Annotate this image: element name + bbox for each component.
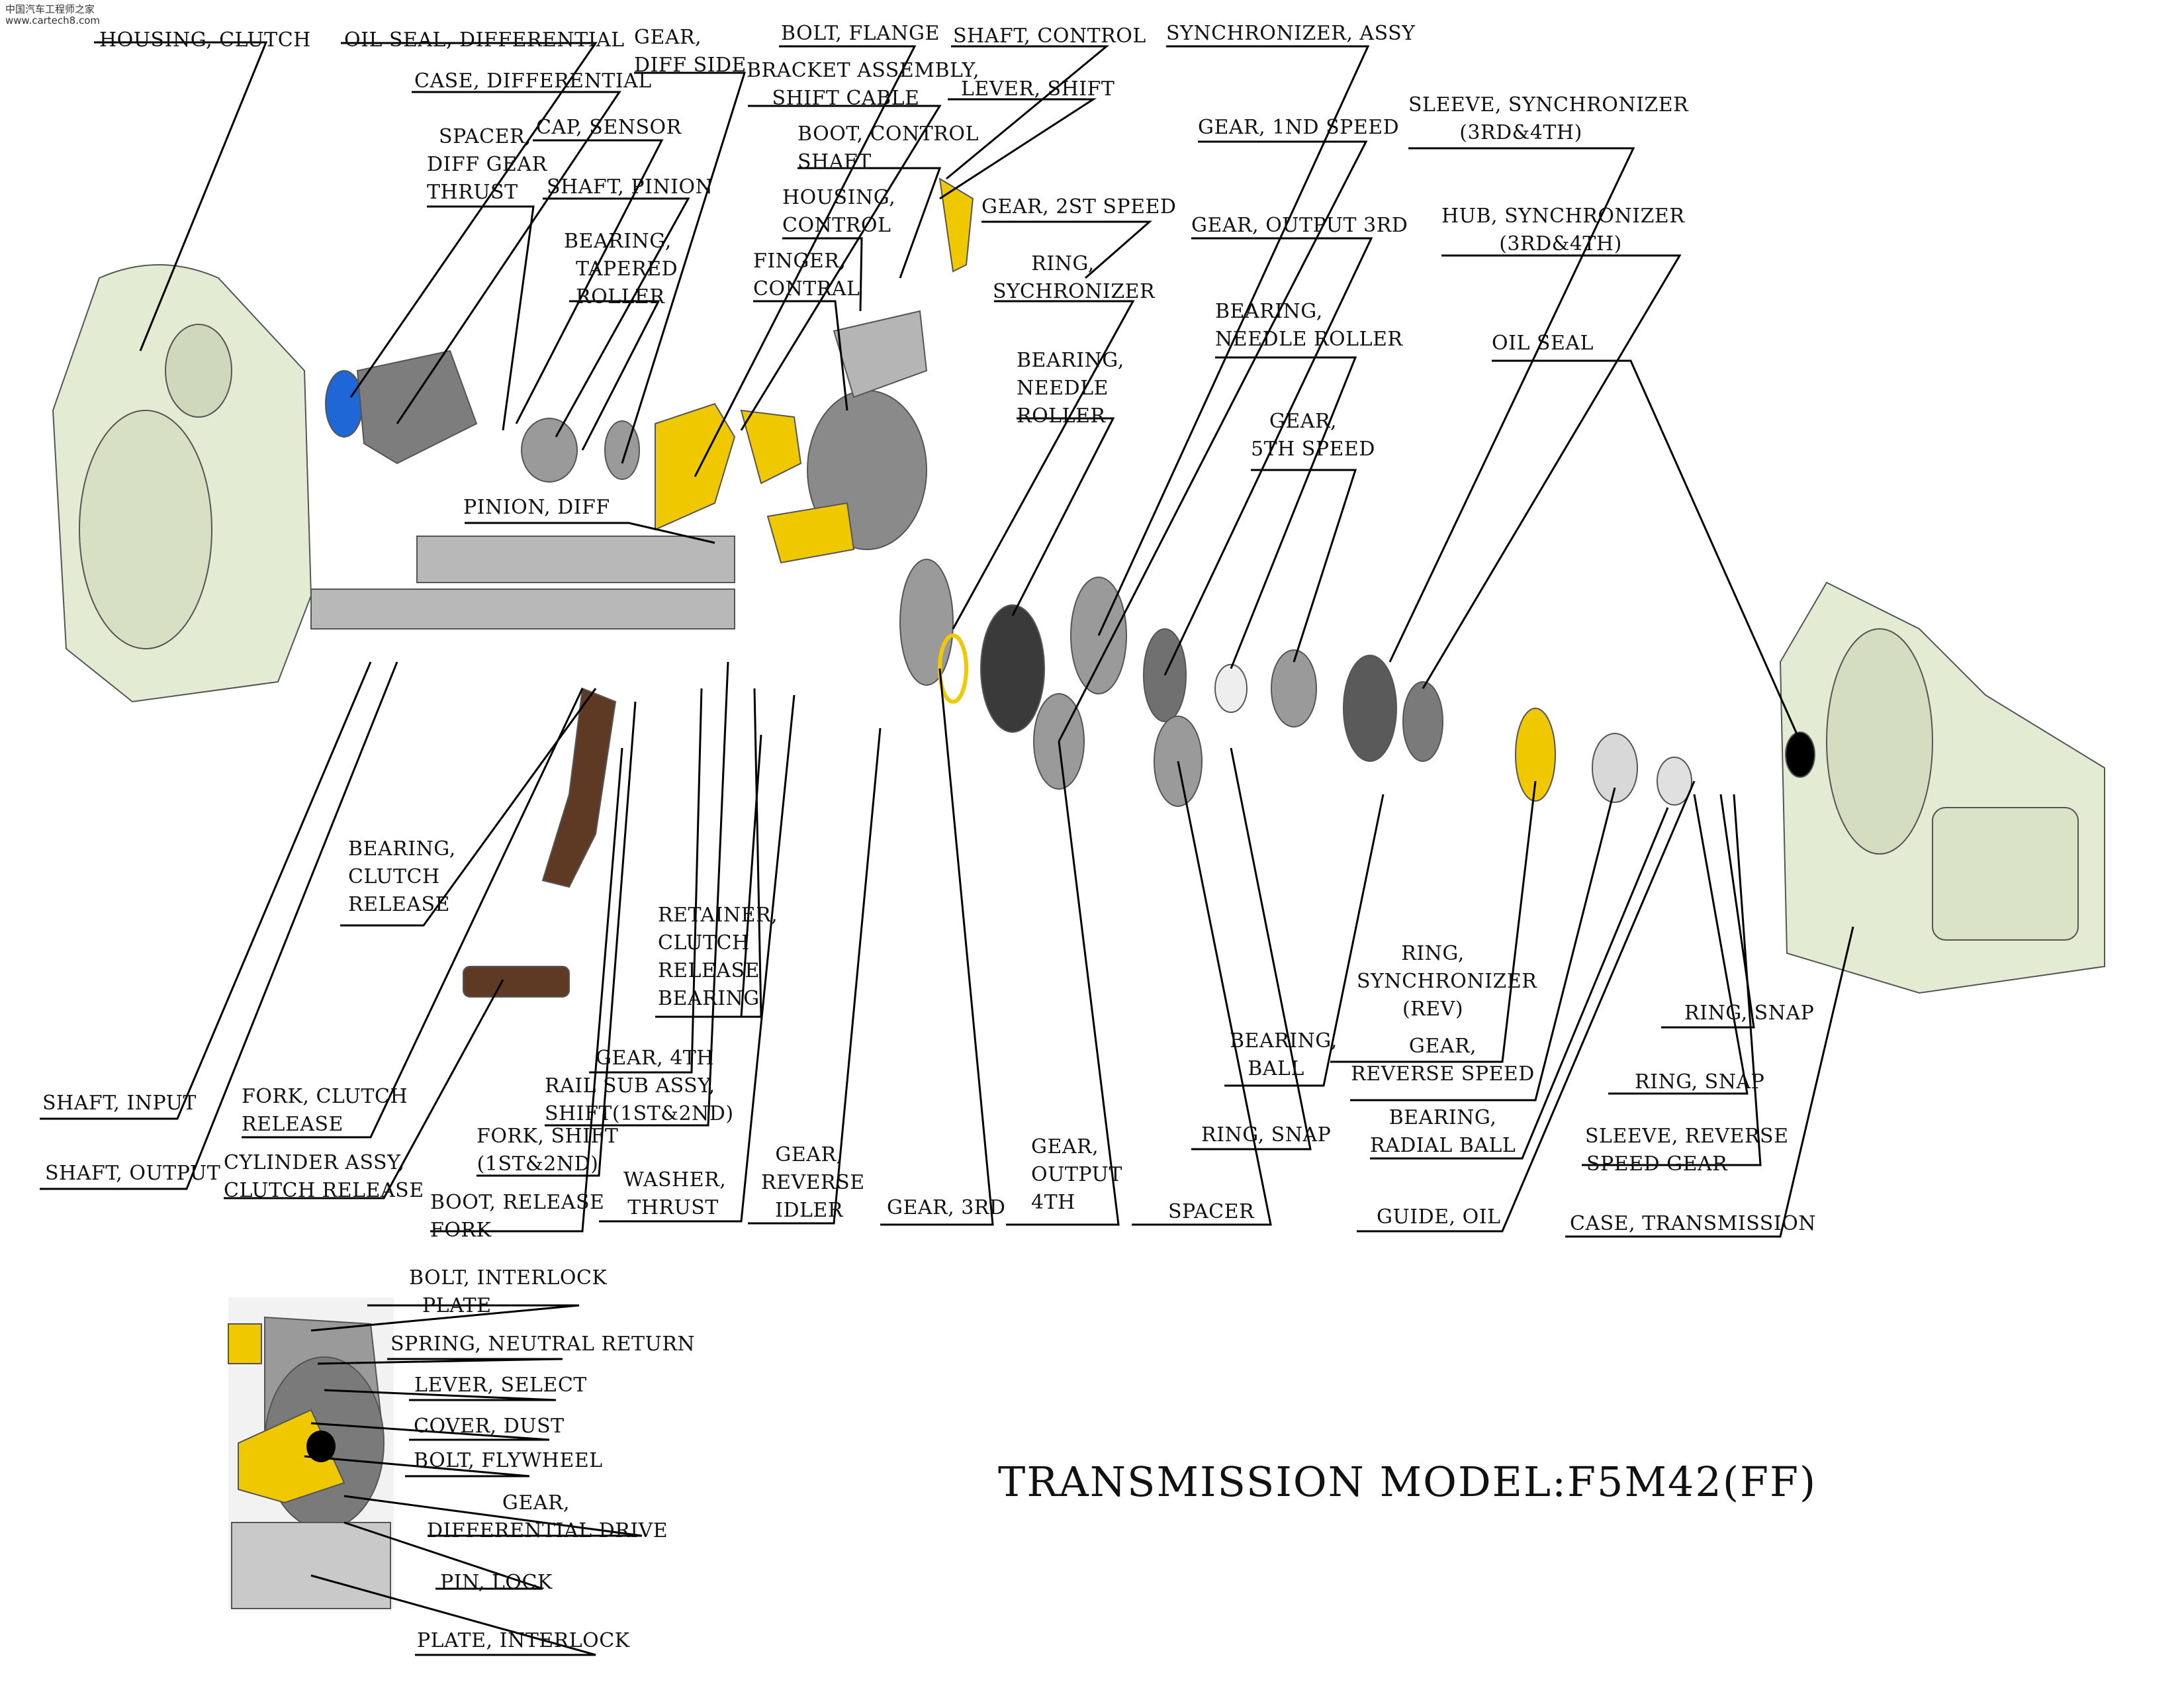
label-oil-seal: OIL SEAL xyxy=(1492,332,1594,355)
label-cap-sensor: CAP, SENSOR xyxy=(536,116,682,139)
label-ring-synchronizer-rev: RING,SYNCHRONIZER(REV) xyxy=(1357,942,1537,1021)
label-spring-neutral-return: SPRING, NEUTRAL RETURN xyxy=(390,1333,696,1356)
differential-illustration xyxy=(325,350,927,550)
label-gear-5th-speed: GEAR,5TH SPEED xyxy=(1251,410,1375,461)
label-gear-4th: GEAR, 4TH xyxy=(596,1047,714,1070)
label-lever-shift: LEVER, SHIFT xyxy=(961,77,1115,101)
label-housing-control: HOUSING,CONTROL xyxy=(782,186,896,237)
label-bolt-flywheel: BOLT, FLYWHEEL xyxy=(414,1449,603,1472)
label-hub-synchronizer: HUB, SYNCHRONIZER(3RD&4TH) xyxy=(1441,205,1685,256)
label-oil-seal-differential: OIL SEAL, DIFFERENTIAL xyxy=(344,28,625,52)
watermark-line-1: 中国汽车工程师之家 xyxy=(5,3,95,15)
label-gear-diff-side: GEAR,DIFF SIDE xyxy=(634,26,747,77)
label-ring-snap-3: RING, SNAP xyxy=(1635,1070,1765,1094)
transmission-case-illustration xyxy=(1779,581,2105,994)
label-fork-shift: FORK, SHIFT(1ST&2ND) xyxy=(477,1125,619,1176)
label-rail-sub-assy-shift: RAIL SUB ASSY,SHIFT(1ST&2ND) xyxy=(545,1074,734,1125)
label-guide-oil: GUIDE, OIL xyxy=(1377,1205,1501,1229)
label-bearing-ball: BEARING,BALL xyxy=(1230,1029,1338,1080)
inset-detail-illustration xyxy=(228,1297,394,1609)
label-cylinder-assy-clutch-release: CYLINDER ASSY,CLUTCH RELEASE xyxy=(224,1151,424,1202)
label-case-transmission: CASE, TRANSMISSION xyxy=(1570,1212,1817,1235)
label-finger-contral: FINGER,CONTRAL xyxy=(753,250,860,301)
leader-lines xyxy=(40,41,1854,1656)
label-bracket-assembly-shift-cable: BRACKET ASSEMBLY,SHIFT CABLE xyxy=(747,59,979,110)
label-gear-output-3rd: GEAR, OUTPUT 3RD xyxy=(1191,214,1408,237)
label-pin-lock: PIN, LOCK xyxy=(440,1571,553,1594)
fork-and-cylinder-illustration xyxy=(463,687,617,998)
label-case-differential: CASE, DIFFERENTIAL xyxy=(414,70,652,93)
label-washer-thrust: WASHER,THRUST xyxy=(623,1168,727,1219)
shafts-and-gears-illustration xyxy=(310,536,1815,807)
label-ring-sychronizer: RING,SYCHRONIZER xyxy=(993,252,1156,303)
watermark: 中国汽车工程师之家 www.cartech8.com xyxy=(5,4,100,26)
label-housing-clutch: HOUSING, CLUTCH xyxy=(99,28,311,52)
label-pinion-diff: PINION, DIFF xyxy=(463,496,610,519)
label-plate-interlock: PLATE, INTERLOCK xyxy=(417,1629,630,1652)
label-synchronizer-assy: SYNCHRONIZER, ASSY xyxy=(1166,22,1416,45)
label-sleeve-synchronizer: SLEEVE, SYNCHRONIZER(3RD&4TH) xyxy=(1408,93,1689,144)
label-cover-dust: COVER, DUST xyxy=(414,1415,565,1438)
label-shaft-control: SHAFT, CONTROL xyxy=(953,24,1146,48)
watermark-line-2: www.cartech8.com xyxy=(5,15,101,26)
label-ring-snap-1: RING, SNAP xyxy=(1201,1123,1332,1147)
label-bearing-radial-ball: BEARING,RADIAL BALL xyxy=(1370,1106,1516,1157)
clutch-housing-illustration xyxy=(52,264,312,703)
label-bolt-flange: BOLT, FLANGE xyxy=(781,22,940,45)
shift-control-illustration xyxy=(655,177,974,564)
diagram-title: TRANSMISSION MODEL:F5M42(FF) xyxy=(998,1458,1817,1506)
label-shaft-input: SHAFT, INPUT xyxy=(42,1092,197,1115)
label-gear-differential-drive: GEAR,DIFFERENTIAL DRIVE xyxy=(427,1491,668,1542)
label-shaft-output: SHAFT, OUTPUT xyxy=(45,1162,221,1185)
label-lever-select: LEVER, SELECT xyxy=(414,1374,587,1397)
label-bearing-needle-roller-2: BEARING,NEEDLE ROLLER xyxy=(1215,300,1403,351)
label-spacer: SPACER xyxy=(1168,1200,1255,1223)
label-gear-3rd: GEAR, 3RD xyxy=(887,1196,1006,1219)
label-shaft-pinion: SHAFT, PINION xyxy=(547,175,713,199)
label-gear-reverse-speed: GEAR,REVERSE SPEED xyxy=(1351,1035,1535,1086)
label-gear-1nd-speed: GEAR, 1ND SPEED xyxy=(1198,116,1400,139)
label-ring-snap-2: RING, SNAP xyxy=(1684,1002,1815,1025)
label-gear-2st-speed: GEAR, 2ST SPEED xyxy=(981,195,1177,218)
